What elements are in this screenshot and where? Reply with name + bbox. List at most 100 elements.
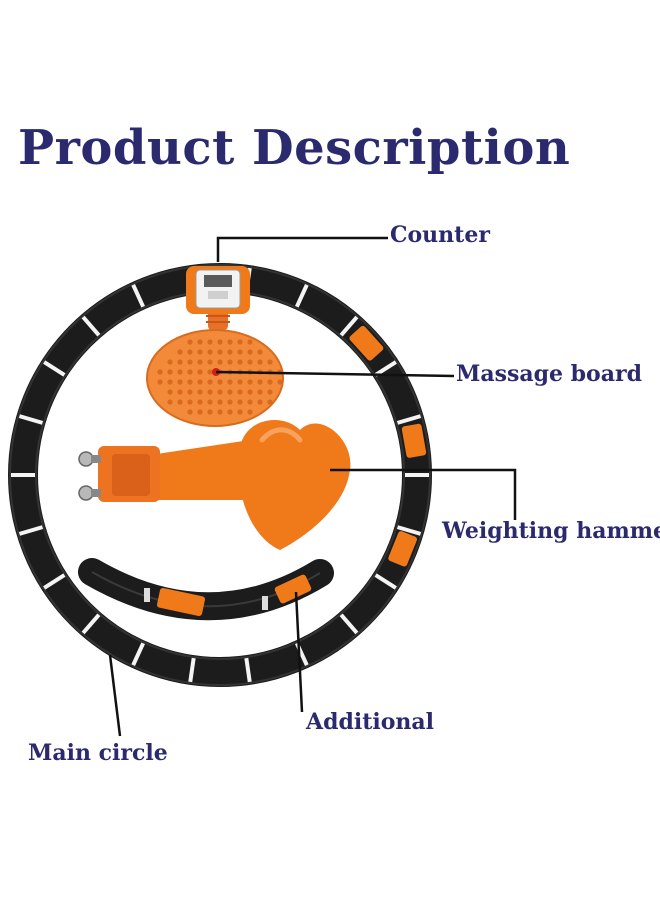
counter-device xyxy=(186,266,250,330)
board-bump xyxy=(197,359,203,365)
board-bump xyxy=(247,399,253,405)
board-bump xyxy=(227,379,233,385)
ring-gap xyxy=(396,414,422,425)
board-bump xyxy=(277,379,283,385)
board-bump xyxy=(177,399,183,405)
ring-gap xyxy=(339,315,359,337)
board-bump xyxy=(197,339,203,345)
ring-gap xyxy=(244,657,252,683)
board-bump xyxy=(247,339,253,345)
board-bump xyxy=(237,339,243,345)
board-bump xyxy=(187,369,193,375)
board-bump xyxy=(217,379,223,385)
board-bump xyxy=(207,399,213,405)
board-bump xyxy=(177,359,183,365)
board-bump xyxy=(167,389,173,395)
board-bump xyxy=(217,399,223,405)
ring-pad xyxy=(388,531,418,567)
board-bump xyxy=(237,389,243,395)
board-bump xyxy=(217,339,223,345)
board-bump xyxy=(167,359,173,365)
board-bump xyxy=(247,359,253,365)
board-bump xyxy=(217,409,223,415)
weighting-hammer xyxy=(78,420,351,550)
board-bump xyxy=(267,359,273,365)
board-bump xyxy=(177,379,183,385)
board-bump xyxy=(167,379,173,385)
additional-label: Additional xyxy=(306,709,434,735)
ring-gap xyxy=(18,525,44,536)
board-bump xyxy=(187,349,193,355)
leader-lines xyxy=(108,236,517,737)
board-bump xyxy=(217,349,223,355)
counter-label: Counter xyxy=(390,222,490,248)
board-bump xyxy=(187,379,193,385)
massage-board xyxy=(146,329,284,427)
board-bump xyxy=(247,349,253,355)
main-circle-label: Main circle xyxy=(28,740,168,766)
ring-gap xyxy=(339,613,359,635)
ring-gap xyxy=(188,657,196,683)
board-bump xyxy=(247,409,253,415)
board-bump xyxy=(187,409,193,415)
ring-gap xyxy=(374,573,397,590)
board-bump xyxy=(207,339,213,345)
board-bump xyxy=(207,369,213,375)
board-bump xyxy=(157,369,163,375)
board-bump xyxy=(187,399,193,405)
board-bump xyxy=(227,339,233,345)
board-bump xyxy=(237,379,243,385)
board-bump xyxy=(257,349,263,355)
board-bump xyxy=(187,359,193,365)
board-bump xyxy=(207,409,213,415)
board-bump xyxy=(197,379,203,385)
page-title: Product Description xyxy=(18,120,571,176)
board-bump xyxy=(247,379,253,385)
ring-pad xyxy=(349,325,384,361)
board-bump xyxy=(227,389,233,395)
board-bump xyxy=(177,369,183,375)
weighting-hammer-label: Weighting hammer xyxy=(442,518,660,544)
ring-pad xyxy=(401,423,427,458)
board-bump xyxy=(227,409,233,415)
board-bump xyxy=(227,399,233,405)
board-bump xyxy=(237,349,243,355)
board-bump xyxy=(217,389,223,395)
board-bump xyxy=(207,349,213,355)
board-bump xyxy=(257,389,263,395)
board-bump xyxy=(197,389,203,395)
board-bump xyxy=(267,379,273,385)
ring-massage-pads xyxy=(349,325,427,567)
board-bump xyxy=(237,409,243,415)
additional-segment xyxy=(78,558,334,621)
board-bump xyxy=(227,349,233,355)
board-bump xyxy=(237,359,243,365)
board-bump xyxy=(197,409,203,415)
board-bump xyxy=(167,399,173,405)
ring-gap xyxy=(396,525,422,536)
board-bump xyxy=(207,359,213,365)
board-bump xyxy=(217,359,223,365)
board-bump xyxy=(197,399,203,405)
ring-gap xyxy=(131,284,145,308)
ring-gap xyxy=(81,315,101,337)
board-bump xyxy=(187,389,193,395)
board-bump xyxy=(197,349,203,355)
board-bump xyxy=(187,339,193,345)
ring-gap xyxy=(43,360,66,377)
board-bump xyxy=(257,359,263,365)
board-bump xyxy=(207,389,213,395)
board-bump xyxy=(267,389,273,395)
board-bump xyxy=(257,379,263,385)
board-bump xyxy=(197,369,203,375)
board-bump xyxy=(237,399,243,405)
ring-gap xyxy=(374,360,397,377)
board-bump xyxy=(267,399,273,405)
ring-gap xyxy=(18,414,44,425)
board-bump xyxy=(207,379,213,385)
massage-board-label: Massage board xyxy=(456,361,642,387)
board-bump xyxy=(167,369,173,375)
board-bump xyxy=(257,399,263,405)
ring-gap xyxy=(295,284,309,308)
